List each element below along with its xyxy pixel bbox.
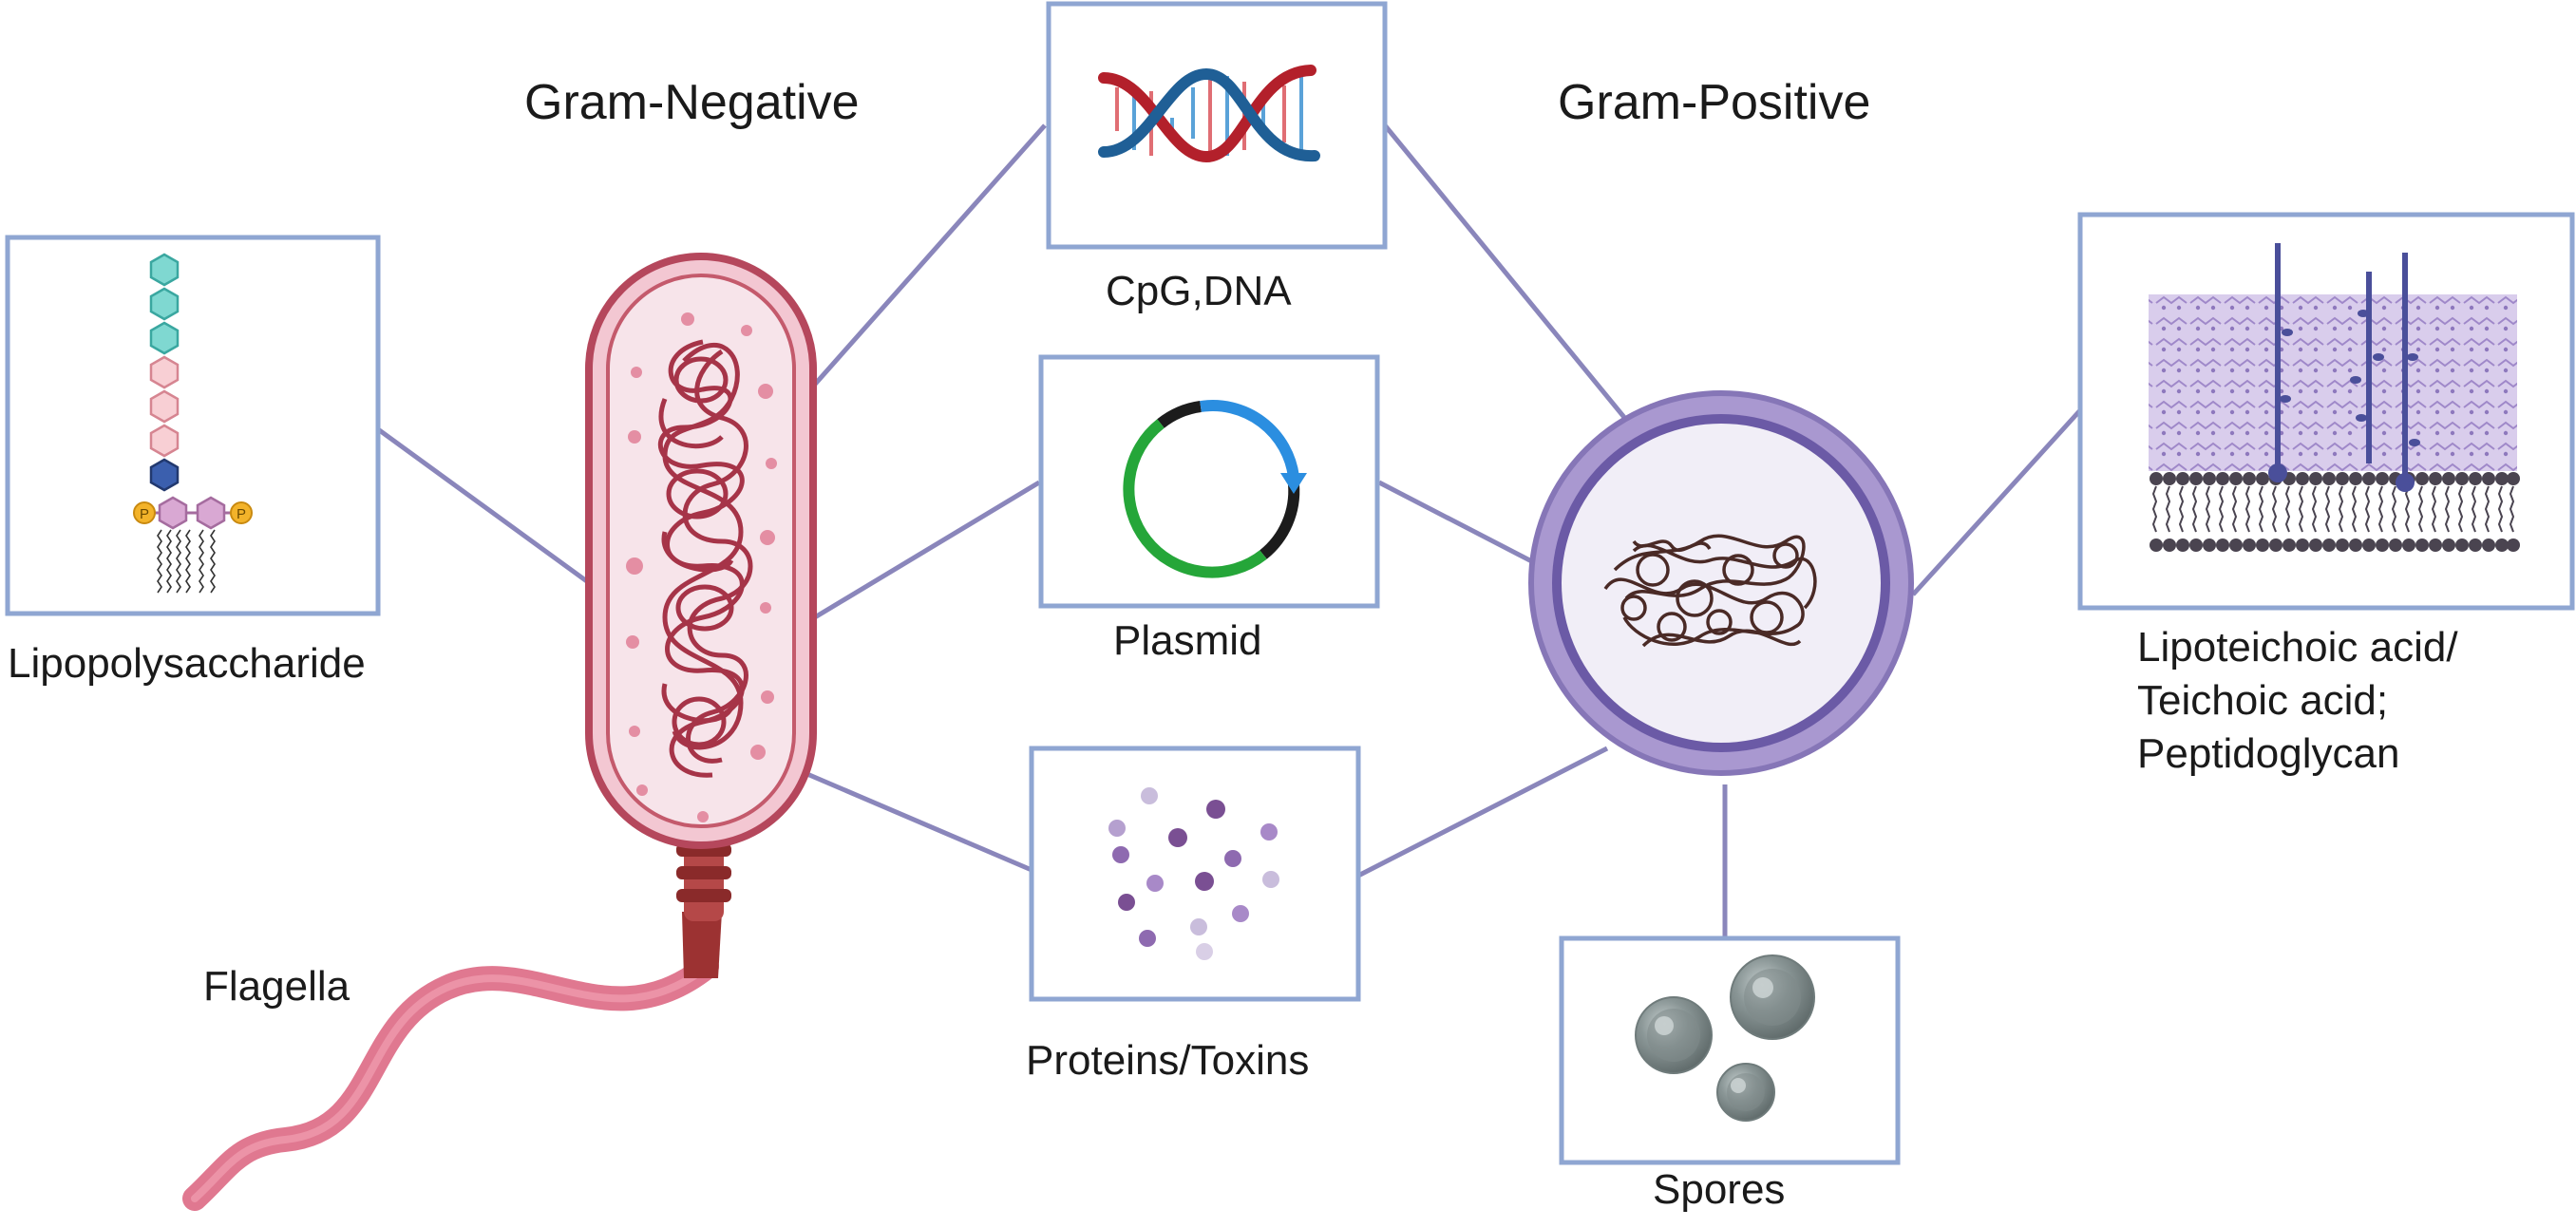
connector-lps bbox=[376, 426, 597, 590]
spores-label: Spores bbox=[1653, 1166, 1786, 1213]
cpg-dna-label: CpG,DNA bbox=[1106, 268, 1292, 314]
connector-cellwall bbox=[1911, 408, 2082, 596]
proteins-toxins-label: Proteins/Toxins bbox=[1026, 1037, 1310, 1084]
lps-molecule-icon: P P bbox=[133, 253, 253, 594]
cellwall-label: Lipoteichoic acid/ Teichoic acid; Peptid… bbox=[2137, 621, 2458, 781]
flagella-icon bbox=[182, 836, 731, 1211]
dna-box-frame bbox=[1046, 1, 1388, 250]
lps-box: P P bbox=[5, 235, 381, 616]
plasmid-ring-icon bbox=[1123, 400, 1307, 578]
toxins-box-frame bbox=[1029, 746, 1361, 1002]
connector-lines bbox=[376, 123, 2082, 940]
plasmid-box bbox=[1038, 354, 1380, 609]
lps-label: Lipopolysaccharide bbox=[8, 640, 366, 687]
cellwall-label-line3: Peptidoglycan bbox=[2137, 730, 2400, 777]
plasmid-label: Plasmid bbox=[1113, 617, 1262, 664]
connector-toxins-grampos bbox=[1356, 746, 1609, 878]
cellwall-box bbox=[2077, 212, 2575, 611]
gram-positive-heading: Gram-Positive bbox=[1558, 75, 1871, 130]
toxins-box bbox=[1029, 746, 1361, 1002]
spores-icon bbox=[1635, 954, 1815, 1122]
cellwall-label-line2: Teichoic acid; bbox=[2137, 677, 2389, 724]
plasmid-box-frame bbox=[1038, 354, 1380, 609]
spores-box bbox=[1559, 935, 1901, 1165]
gram-negative-bacterium bbox=[585, 253, 817, 849]
cellwall-structure-icon bbox=[2149, 243, 2520, 552]
flagella-label: Flagella bbox=[203, 963, 350, 1010]
spores-box-frame bbox=[1559, 935, 1901, 1165]
dna-helix-icon bbox=[1098, 65, 1320, 163]
lps-box-frame bbox=[5, 235, 381, 616]
lps-phosphate-label-left: P bbox=[140, 506, 149, 522]
dna-box bbox=[1046, 1, 1388, 250]
gram-positive-bacterium bbox=[1528, 390, 1914, 776]
lps-phosphate-label-right: P bbox=[237, 506, 246, 522]
protein-particles-icon bbox=[1108, 787, 1279, 960]
gram-negative-heading: Gram-Negative bbox=[524, 75, 860, 130]
cellwall-label-line1: Lipoteichoic acid/ bbox=[2137, 624, 2458, 671]
